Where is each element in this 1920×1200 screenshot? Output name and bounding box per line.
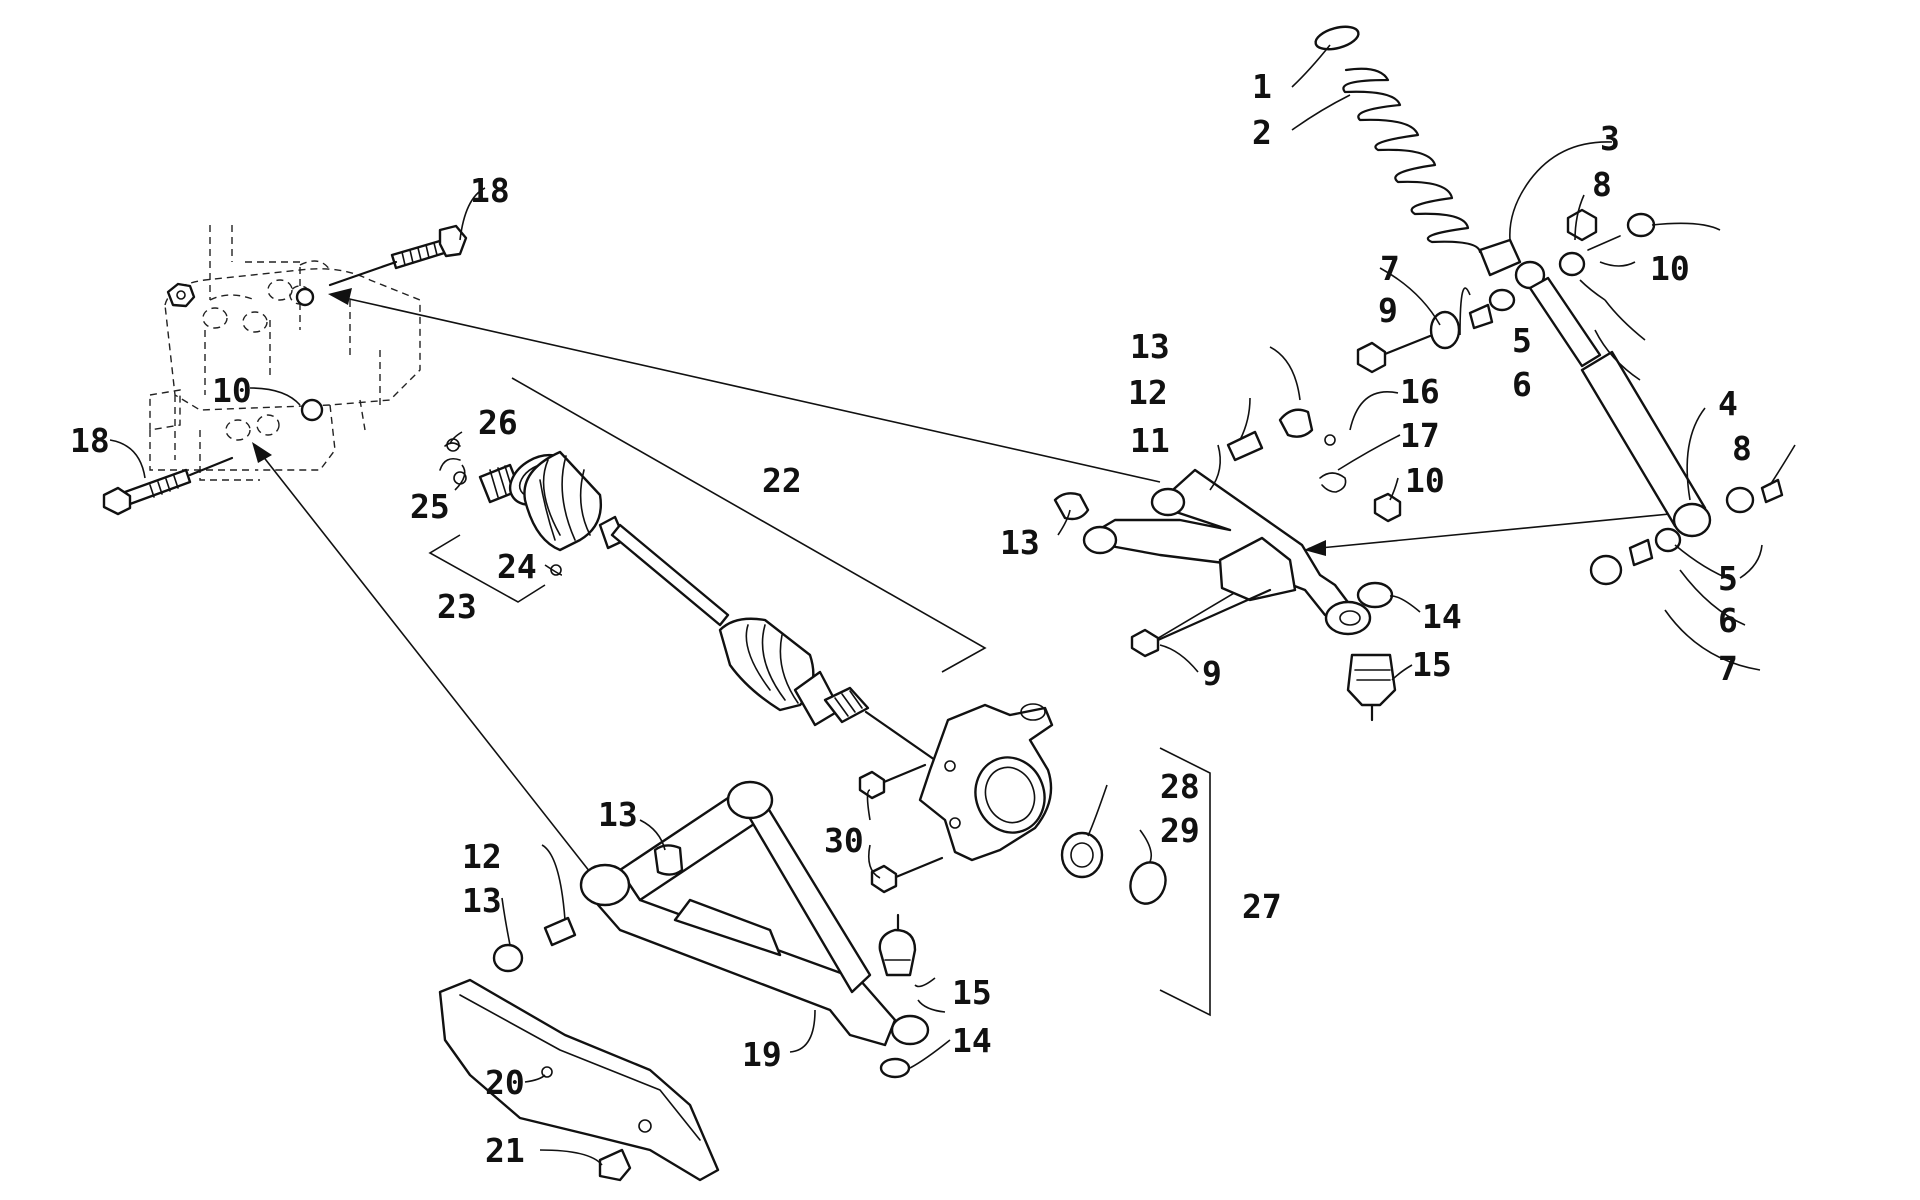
callout-25: 25 (410, 487, 450, 526)
bolt-18-upper (328, 224, 468, 287)
assembly-arrows (252, 288, 1691, 873)
callout-15: 15 (1412, 645, 1452, 684)
callout-10: 10 (212, 371, 252, 410)
callout-17: 17 (1400, 416, 1440, 455)
callout-29: 29 (1160, 811, 1200, 850)
callout-14: 14 (1422, 597, 1462, 636)
shock-absorber (1314, 25, 1784, 586)
callout-18: 18 (70, 421, 110, 460)
callout-23: 23 (437, 587, 477, 626)
callout-13: 13 (1000, 523, 1040, 562)
callout-14: 14 (952, 1021, 992, 1060)
callout-27: 27 (1242, 887, 1282, 926)
callout-13: 13 (1130, 327, 1170, 366)
callout-7: 7 (1380, 249, 1400, 288)
lower-a-arm (492, 780, 930, 1079)
callout-6: 6 (1512, 365, 1532, 404)
callout-13: 13 (598, 795, 638, 834)
callout-18: 18 (470, 171, 510, 210)
callout-13: 13 (462, 881, 502, 920)
callout-26: 26 (478, 403, 518, 442)
callout-11: 11 (1130, 421, 1170, 460)
callout-12: 12 (462, 837, 502, 876)
bolt-18-lower (102, 456, 234, 516)
callout-15: 15 (952, 973, 992, 1012)
callout-5: 5 (1718, 559, 1738, 598)
callout-2: 2 (1252, 113, 1272, 152)
callout-labels: 1 2 3 4 5 5 6 6 7 7 8 8 9 9 10 10 10 11 … (70, 67, 1752, 1170)
callout-6: 6 (1718, 601, 1738, 640)
frame-bushing-upper (295, 287, 315, 307)
callout-7: 7 (1718, 649, 1738, 688)
frame-bracket (149, 225, 421, 481)
callout-22: 22 (762, 461, 802, 500)
steering-knuckle (858, 703, 1211, 1017)
callout-24: 24 (497, 547, 537, 586)
callout-5: 5 (1512, 321, 1532, 360)
upper-a-arm (1053, 408, 1402, 722)
leader-lines (109, 44, 1796, 1166)
callout-9: 9 (1378, 291, 1398, 330)
callout-8: 8 (1732, 429, 1752, 468)
callout-1: 1 (1252, 67, 1272, 106)
callout-30: 30 (824, 821, 864, 860)
callout-28: 28 (1160, 767, 1200, 806)
skid-plate (438, 978, 720, 1182)
frame-bushing-lower (300, 398, 324, 422)
callout-16: 16 (1400, 372, 1440, 411)
callout-8: 8 (1592, 165, 1612, 204)
callout-4: 4 (1718, 384, 1738, 423)
frame-nut-upper (166, 282, 196, 308)
callout-10: 10 (1650, 249, 1690, 288)
callout-12: 12 (1128, 373, 1168, 412)
callout-3: 3 (1600, 119, 1620, 158)
callout-9: 9 (1202, 654, 1222, 693)
callout-20: 20 (485, 1063, 525, 1102)
callout-21: 21 (485, 1131, 525, 1170)
drive-axle (428, 377, 987, 762)
callout-19: 19 (742, 1035, 782, 1074)
callout-10: 10 (1405, 461, 1445, 500)
